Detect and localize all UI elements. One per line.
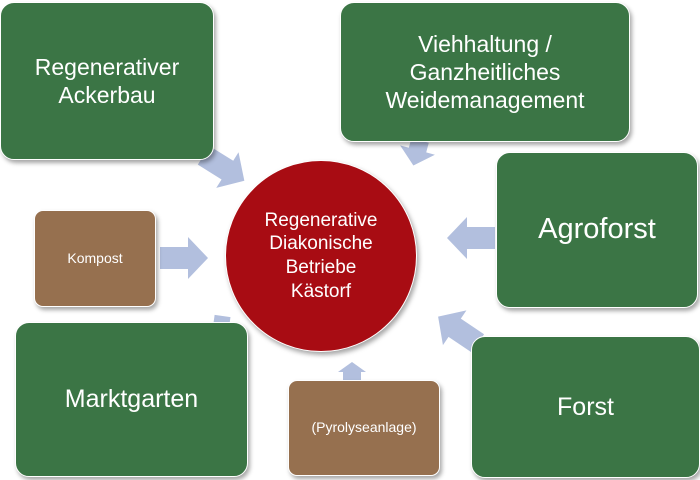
node-label: Marktgarten bbox=[64, 385, 199, 414]
arrow-agroforst bbox=[447, 217, 495, 259]
node-kompost: Kompost bbox=[34, 210, 156, 307]
node-forst: Forst bbox=[471, 336, 700, 478]
node-label: Agroforst bbox=[538, 213, 656, 246]
arrow-ackerbau bbox=[197, 145, 245, 188]
node-regenerativer-ackerbau: Regenerativer Ackerbau bbox=[0, 2, 214, 160]
node-pyrolyseanlage: (Pyrolyseanlage) bbox=[288, 380, 440, 476]
node-label: Regenerativer Ackerbau bbox=[34, 53, 180, 108]
node-label: Viehhaltung / Ganzheitliches Weidemanage… bbox=[385, 30, 585, 114]
arrow-viehhaltung bbox=[400, 138, 435, 166]
center-node: Regenerative Diakonische Betriebe Kästor… bbox=[225, 160, 417, 352]
node-viehhaltung: Viehhaltung / Ganzheitliches Weidemanage… bbox=[340, 2, 630, 142]
node-label: (Pyrolyseanlage) bbox=[311, 419, 417, 436]
center-label: Regenerative Diakonische Betriebe Kästor… bbox=[264, 209, 378, 302]
node-label: Kompost bbox=[67, 249, 123, 266]
arrow-kompost bbox=[160, 237, 208, 279]
node-agroforst: Agroforst bbox=[496, 152, 698, 308]
node-label: Forst bbox=[557, 392, 614, 421]
arrow-pyrolyse bbox=[338, 362, 366, 380]
node-marktgarten: Marktgarten bbox=[15, 322, 248, 477]
